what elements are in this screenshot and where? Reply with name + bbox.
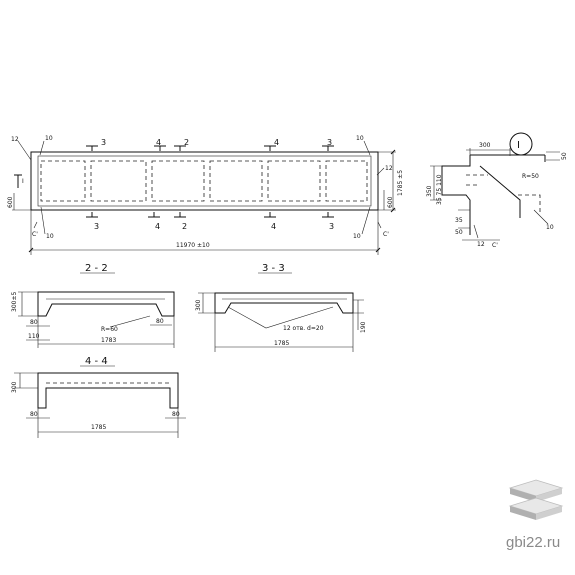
section-mark-bottom-4: 4 [271, 222, 276, 231]
detail-dim-left: 350 [426, 185, 433, 197]
section-mark-bottom-3: 2 [182, 222, 187, 231]
label-10-left-bottom: 10 [46, 233, 54, 240]
plan-view: 3 4 2 4 3 3 4 2 4 3 12 10 10 10 12 10 I … [7, 135, 404, 255]
label-12-right: 12 [385, 165, 393, 172]
section-3-3-dim-height: 300 [195, 299, 202, 311]
label-10-right-bottom: 10 [353, 233, 361, 240]
dim-total-length: 11970 ±10 [176, 242, 210, 249]
section-cuts-bottom [86, 212, 334, 218]
dim-width-plan: 1785 ±5 [397, 170, 404, 196]
section-2-2-dim-height: 300±5 [11, 292, 18, 312]
label-10-right-top: 10 [356, 135, 364, 142]
section-cuts-top [86, 145, 334, 151]
detail-dim-50b: 50 [455, 229, 463, 236]
section-3-3: 3 - 3 300 190 12 отв. d=20 1785 [195, 263, 367, 352]
detail-label-10: 10 [546, 224, 554, 231]
detail-callout-circle [509, 132, 533, 156]
plan-panels [40, 160, 368, 202]
dim-right-side: 600 [387, 196, 394, 208]
section-4-4-dim-80-right: 80 [172, 411, 180, 418]
detail-radius: R=50 [522, 173, 539, 180]
label-C-left: C' [32, 231, 38, 238]
section-2-2-dim-80-right: 80 [156, 318, 164, 325]
section-4-4-profile [37, 372, 179, 409]
detail-dim-50: 50 [561, 152, 568, 160]
stack-logo-icon [508, 479, 564, 520]
detail-dim-35: 35 [455, 217, 463, 224]
section-3-3-title: 3 - 3 [262, 263, 285, 274]
detail-label-C: C' [492, 242, 498, 249]
dim-left-side: 600 [7, 196, 14, 208]
section-mark-top-5: 3 [327, 138, 332, 147]
section-3-3-profile [214, 292, 354, 314]
section-3-3-holes: 12 отв. d=20 [283, 325, 324, 332]
plan-outline [30, 151, 379, 211]
watermark-text: gbi22.ru [506, 534, 561, 551]
section-4-4-dim-width: 1785 [91, 424, 106, 431]
section-2-2-dim-80-left: 80 [30, 319, 38, 326]
section-4-4-dim-80-left: 80 [30, 411, 38, 418]
section-mark-bottom-1: 3 [94, 222, 99, 231]
section-2-2-dim-width: 1783 [101, 337, 116, 344]
label-12-left: 12 [11, 136, 19, 143]
detail-mark: I [517, 140, 520, 151]
detail-dim-300: 300 [479, 142, 491, 149]
section-2-2-title: 2 - 2 [85, 263, 108, 274]
detail-I: I 300 50 350 35 75 110 R=50 35 50 12 10 … [426, 132, 568, 249]
section-4-4-title: 4 - 4 [85, 356, 108, 367]
section-mark-top-1: 3 [101, 138, 106, 147]
section-2-2-profile [37, 291, 175, 317]
label-10-left-top: 10 [45, 135, 53, 142]
section-mark-bottom-5: 3 [329, 222, 334, 231]
section-3-3-dim-width: 1785 [274, 340, 289, 347]
section-2-2-dim-110: 110 [28, 333, 40, 340]
section-mark-bottom-2: 4 [155, 222, 160, 231]
detail-dim-ribs: 35 75 110 [436, 174, 443, 205]
detail-label-12: 12 [477, 241, 485, 248]
section-2-2-radius: R=60 [101, 326, 118, 333]
label-I-left: I [22, 178, 24, 185]
section-2-2: 2 - 2 300±5 80 110 80 R=60 1783 [11, 263, 175, 348]
section-mark-top-4: 4 [274, 138, 279, 147]
section-4-4: 4 - 4 300 80 80 1785 [11, 356, 186, 438]
section-3-3-dim-right: 190 [360, 321, 367, 333]
section-mark-top-3: 2 [184, 138, 189, 147]
label-C-right: C' [383, 231, 389, 238]
section-4-4-dim-height: 300 [11, 381, 18, 393]
section-mark-top-2: 4 [156, 138, 161, 147]
plan-inner-edge [37, 155, 372, 207]
